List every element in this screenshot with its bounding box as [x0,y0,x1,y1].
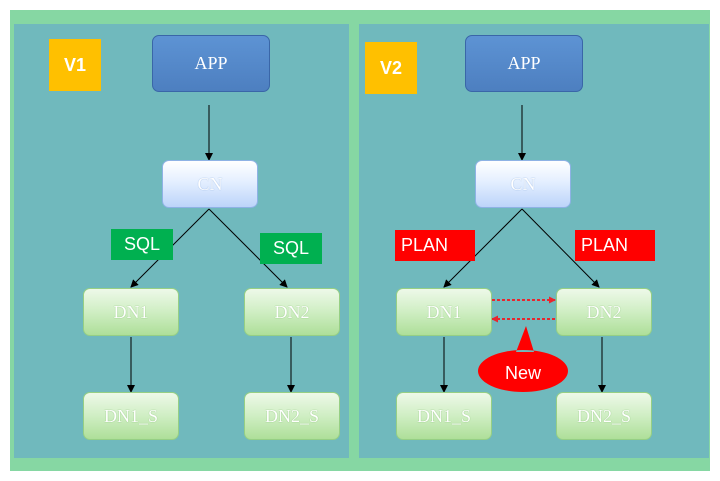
dn1-node: DN1 [396,288,492,336]
version-badge: V2 [365,42,417,94]
callout-label: New [504,362,541,383]
app-node: APP [465,35,583,92]
sql-label-left: SQL [111,229,173,260]
version-badge: V1 [49,39,101,91]
callout-bubble [478,326,568,392]
cn-to-dn2-arrow [208,208,288,288]
sql-label-right: SQL [260,233,322,264]
dn1-standby-node: DN1_S [83,392,179,440]
panel-v2-connectors [440,105,606,393]
dn1-node: DN1 [83,288,179,336]
cn-to-dn2-arrow [521,208,600,288]
panel-v2: V2 APP CN PLAN PLAN DN1 DN2 DN1_S DN2_S … [359,24,709,458]
panel-v1: V1 APP CN SQL SQL DN1 DN2 DN1_S DN2_S [14,24,349,458]
cn-node: CN [475,160,571,208]
new-callout: New [478,324,568,394]
plan-label-left: PLAN [395,230,475,261]
plan-label-right: PLAN [575,230,655,261]
dn2-node: DN2 [556,288,652,336]
dn2-standby-node: DN2_S [244,392,340,440]
app-node: APP [152,35,270,92]
dn1-standby-node: DN1_S [396,392,492,440]
dn2-standby-node: DN2_S [556,392,652,440]
dn2-node: DN2 [244,288,340,336]
cn-node: CN [162,160,258,208]
cn-to-dn1-arrow [443,208,523,288]
